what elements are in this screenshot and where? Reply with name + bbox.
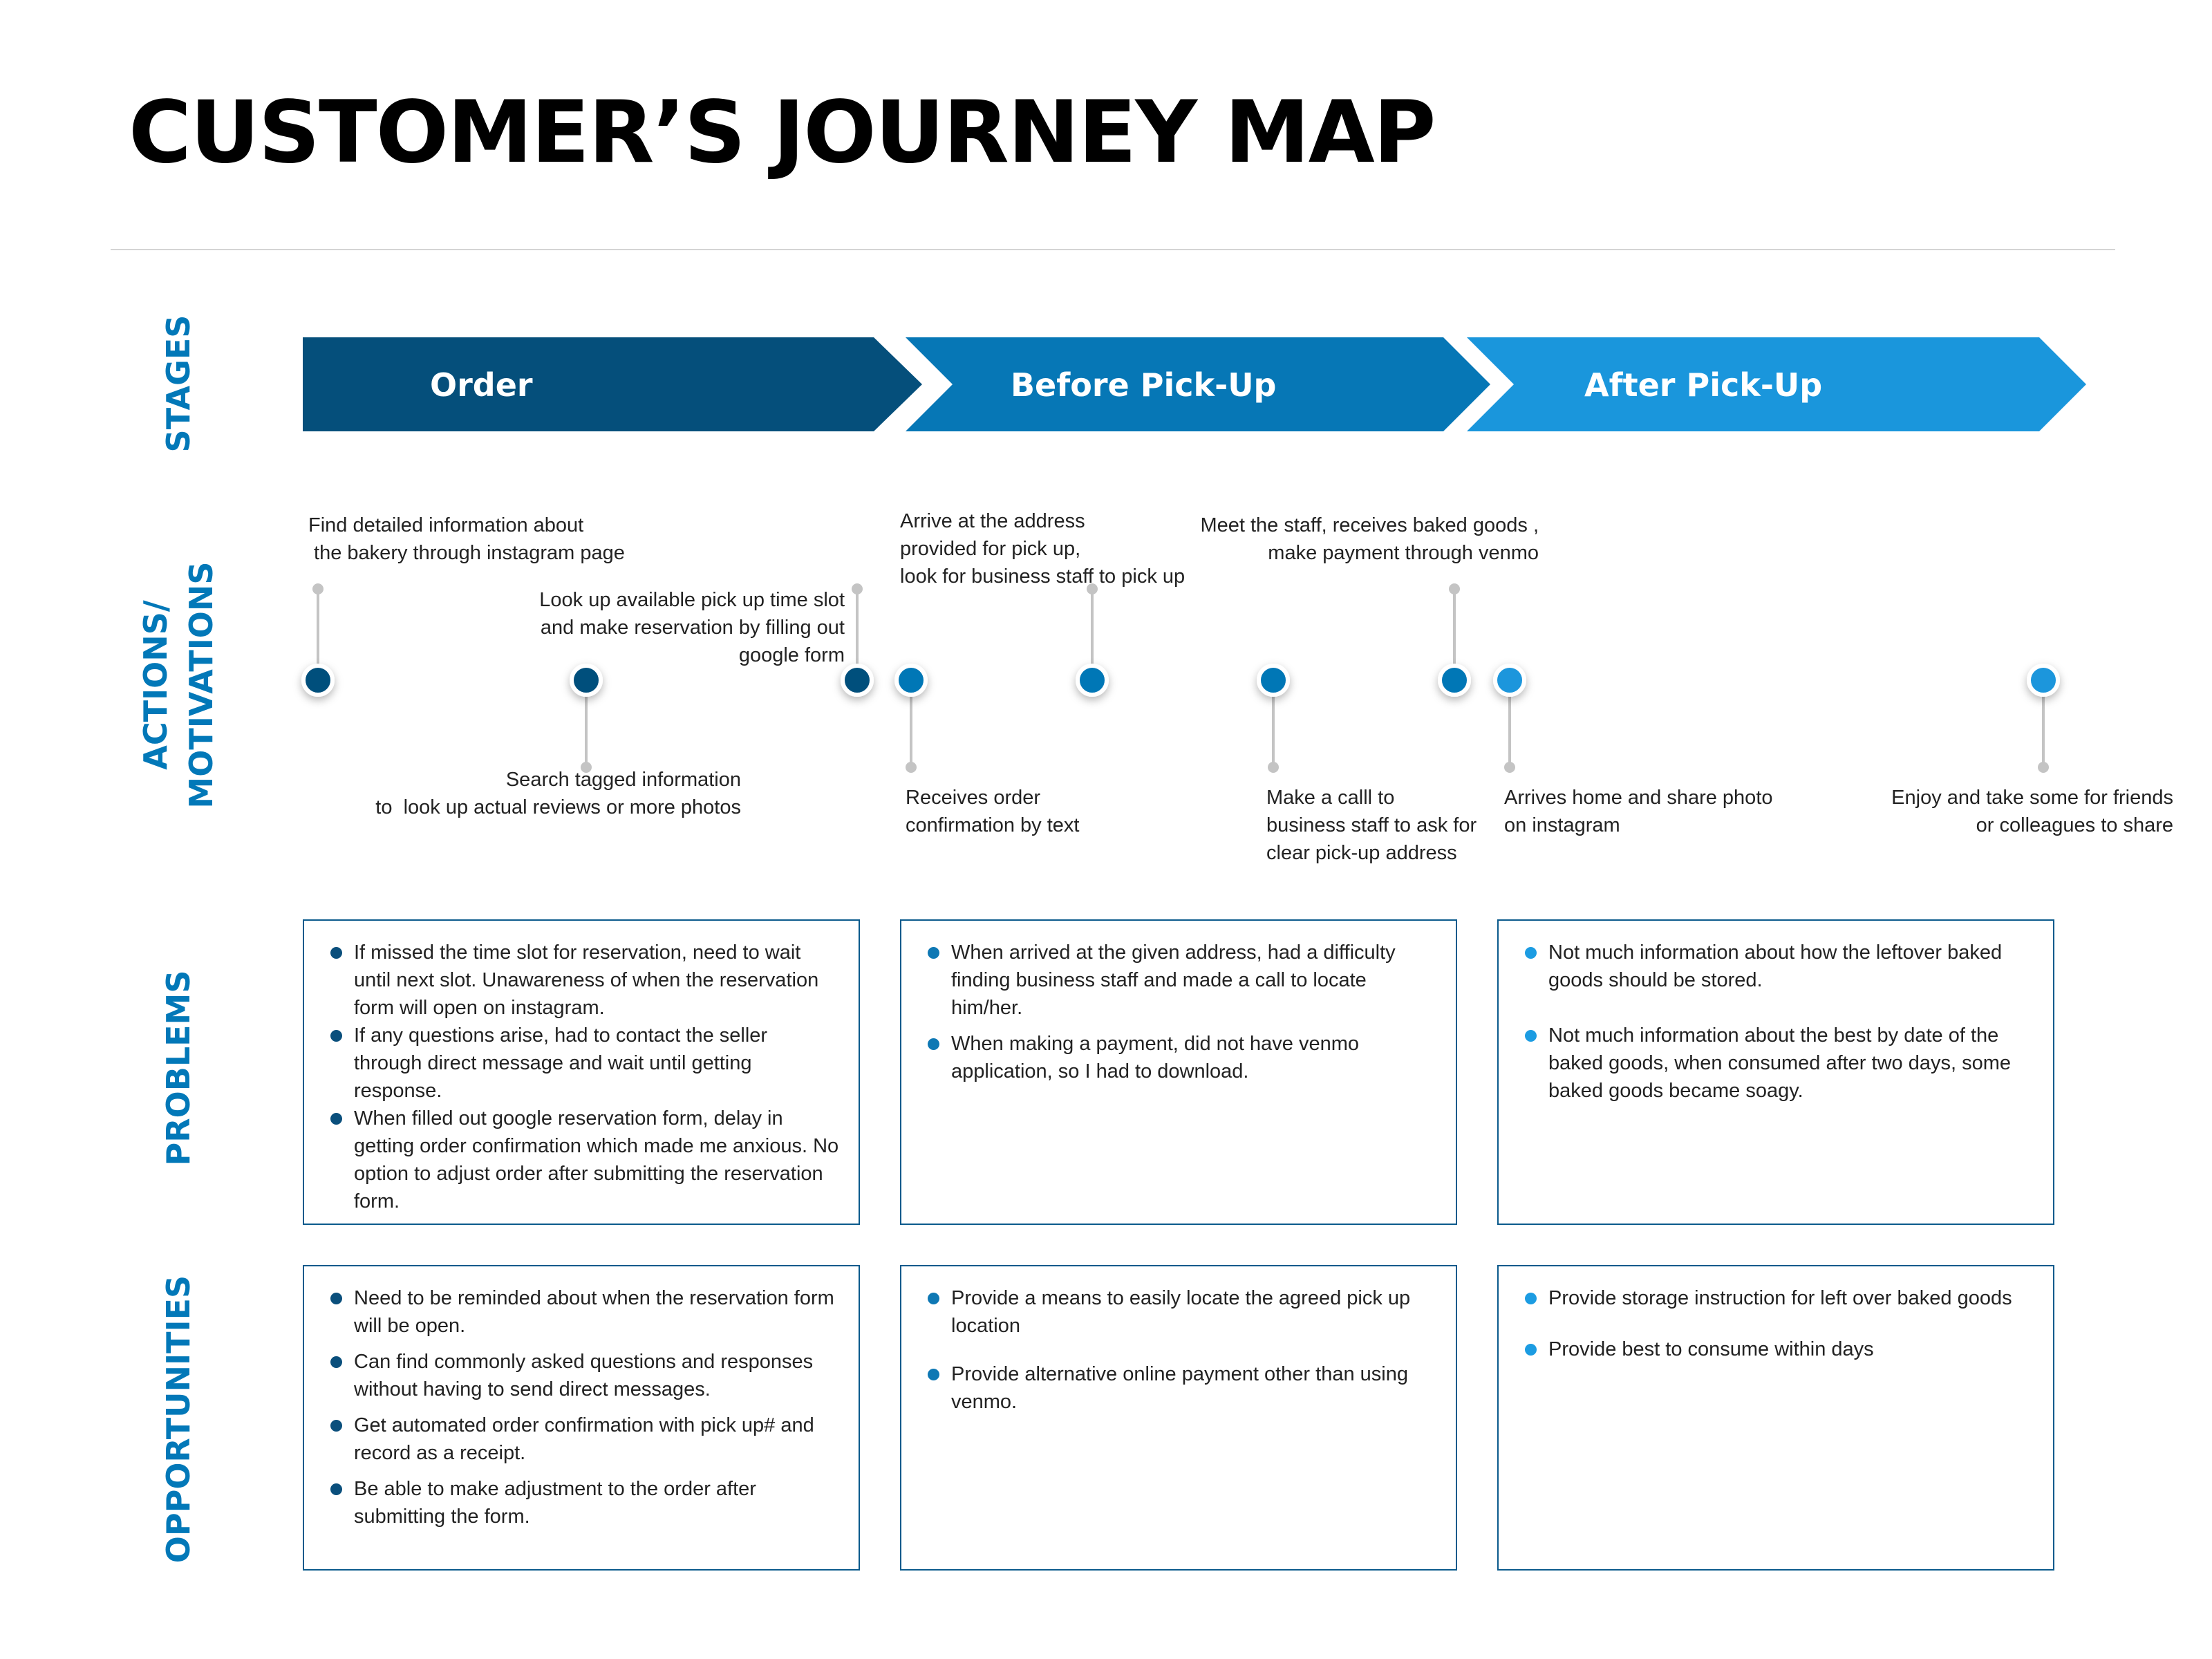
action-line: Arrive at the address: [900, 510, 1085, 532]
bullet-icon: [330, 1483, 342, 1495]
bullet-icon: [1525, 1293, 1537, 1304]
opportunities-box-before-pickup: Provide a means to easily locate the agr…: [900, 1265, 1457, 1571]
opportunity-item: Provide alternative online payment other…: [925, 1360, 1438, 1416]
action-line: the bakery through instagram page: [308, 542, 625, 564]
action-meet-staff: Meet the staff, receives baked goods , m…: [1175, 512, 1539, 567]
bullet-icon: [1525, 947, 1537, 959]
timeline-node: [1493, 664, 1526, 697]
action-line: business staff to ask for: [1266, 814, 1477, 836]
bullet-icon: [928, 947, 939, 959]
action-line: Look up available pick up time slot: [539, 589, 845, 611]
opportunity-item: Be able to make adjustment to the order …: [328, 1475, 841, 1530]
connector-end: [1504, 762, 1515, 773]
action-line: Search tagged information: [505, 769, 741, 791]
stage-chevron-after-pickup: [1467, 337, 2086, 431]
opportunity-item: Get automated order confirmation with pi…: [328, 1412, 841, 1467]
action-line: provided for pick up,: [900, 538, 1081, 560]
action-line: make payment through venmo: [1268, 542, 1539, 564]
problem-item: If missed the time slot for reservation,…: [328, 939, 841, 1022]
bullet-icon: [330, 1113, 342, 1125]
action-share-photo: Arrives home and share photo on instagra…: [1504, 784, 1773, 839]
bullet-icon: [1525, 1344, 1537, 1356]
bullet-icon: [330, 947, 342, 959]
problems-box-before-pickup: When arrived at the given address, had a…: [900, 919, 1457, 1225]
timeline-node: [2027, 664, 2060, 697]
stage-label-before-pickup: Before Pick-Up: [1011, 366, 1277, 404]
action-line: Receives order: [906, 787, 1041, 809]
timeline-node: [841, 664, 874, 697]
stage-label-after-pickup: After Pick-Up: [1584, 366, 1823, 404]
problem-item: If any questions arise, had to contact t…: [328, 1022, 841, 1105]
timeline-node: [1076, 664, 1109, 697]
connector-end: [1449, 583, 1460, 594]
connector-end: [852, 583, 863, 594]
bullet-icon: [928, 1369, 939, 1380]
action-search-tags: Search tagged information to look up act…: [318, 766, 741, 821]
bullet-icon: [330, 1030, 342, 1042]
opportunities-box-after-pickup: Provide storage instruction for left ove…: [1497, 1265, 2054, 1571]
bullet-icon: [1525, 1030, 1537, 1042]
connector-end: [312, 583, 324, 594]
action-call-staff: Make a calll to business staff to ask fo…: [1266, 784, 1477, 867]
bullet-icon: [928, 1293, 939, 1304]
stage-chevron-before-pickup: [906, 337, 1490, 431]
bullet-icon: [330, 1356, 342, 1368]
problem-item: When filled out google reservation form,…: [328, 1105, 841, 1215]
connector-end: [2038, 762, 2049, 773]
timeline-node: [570, 664, 603, 697]
action-line: google form: [738, 644, 845, 666]
action-line: clear pick-up address: [1266, 842, 1457, 864]
bullet-icon: [330, 1293, 342, 1304]
action-line: look for business staff to pick up: [900, 565, 1185, 588]
problem-item: Not much information about the best by d…: [1522, 1022, 2035, 1105]
action-line: to look up actual reviews or more photos: [375, 796, 741, 818]
action-receive-confirmation: Receives order confirmation by text: [906, 784, 1079, 839]
problem-item: Not much information about how the lefto…: [1522, 939, 2035, 994]
action-arrive-address: Arrive at the address provided for pick …: [900, 507, 1185, 590]
problem-item: When making a payment, did not have venm…: [925, 1030, 1438, 1085]
action-line: Make a calll to: [1266, 787, 1395, 809]
opportunity-item: Can find commonly asked questions and re…: [328, 1348, 841, 1403]
action-line: Find detailed information about: [308, 514, 584, 536]
bullet-icon: [928, 1038, 939, 1050]
action-line: on instagram: [1504, 814, 1620, 836]
action-line: Arrives home and share photo: [1504, 787, 1773, 809]
action-find-info: Find detailed information about the bake…: [308, 512, 625, 567]
problems-box-order: If missed the time slot for reservation,…: [303, 919, 860, 1225]
action-line: confirmation by text: [906, 814, 1080, 836]
title-divider: [111, 249, 2115, 250]
stage-chevron-order: [303, 337, 922, 431]
action-line: Enjoy and take some for friends: [1891, 787, 2173, 809]
connector-end: [1087, 583, 1098, 594]
action-line: or colleagues to share: [1976, 814, 2173, 836]
timeline-node: [301, 664, 335, 697]
page-title: CUSTOMER’S JOURNEY MAP: [129, 83, 1436, 182]
action-line: and make reservation by filling out: [540, 617, 845, 639]
connector-end: [1268, 762, 1279, 773]
opportunity-item: Provide a means to easily locate the agr…: [925, 1284, 1438, 1340]
timeline-node: [894, 664, 928, 697]
opportunity-item: Provide best to consume within days: [1522, 1335, 2035, 1363]
connector-end: [581, 762, 592, 773]
opportunities-box-order: Need to be reminded about when the reser…: [303, 1265, 860, 1571]
connector-end: [906, 762, 917, 773]
timeline-node: [1257, 664, 1290, 697]
problem-item: When arrived at the given address, had a…: [925, 939, 1438, 1022]
action-line: Meet the staff, receives baked goods ,: [1200, 514, 1539, 536]
opportunity-item: Provide storage instruction for left ove…: [1522, 1284, 2035, 1312]
problems-box-after-pickup: Not much information about how the lefto…: [1497, 919, 2054, 1225]
opportunity-item: Need to be reminded about when the reser…: [328, 1284, 841, 1340]
connector-ends: [312, 583, 2049, 773]
timeline-node: [1438, 664, 1471, 697]
action-enjoy-share: Enjoy and take some for friends or colle…: [1797, 784, 2173, 839]
bullet-icon: [330, 1420, 342, 1432]
action-lookup-slot: Look up available pick up time slot and …: [484, 586, 845, 669]
stage-label-order: Order: [430, 366, 533, 404]
